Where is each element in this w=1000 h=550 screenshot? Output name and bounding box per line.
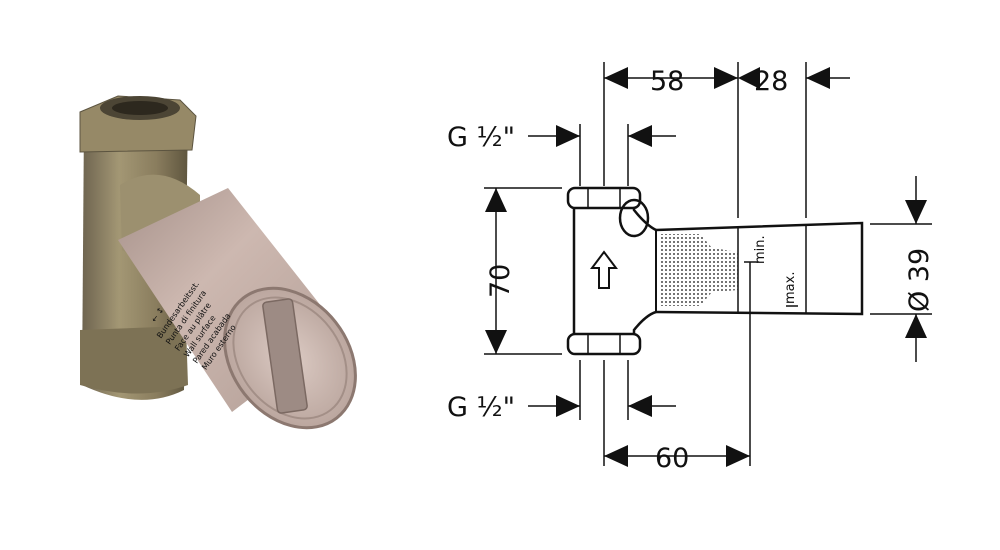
top-nut — [566, 186, 642, 210]
extension-sleeve-outline — [655, 221, 864, 316]
valve-body-outline — [572, 208, 657, 334]
dim-39-label: Ø 39 — [904, 248, 935, 312]
thread-bottom-label: G ½" — [447, 392, 515, 423]
dim-28-label: 28 — [754, 66, 788, 97]
dim-60-label: 60 — [655, 443, 689, 474]
bottom-fitting — [80, 326, 188, 394]
dim-58-label: 58 — [650, 66, 684, 97]
plug-handle — [262, 298, 308, 414]
flow-direction-icon — [590, 250, 618, 289]
body-boss — [618, 198, 650, 238]
max-label: max. — [783, 272, 798, 304]
min-label: min. — [753, 235, 768, 264]
thread-top-label: G ½" — [447, 122, 515, 153]
dimension-arrowheads — [485, 67, 927, 467]
cartridge-hatch — [660, 234, 738, 306]
bottom-nut — [566, 332, 642, 356]
dim-70-label: 70 — [485, 264, 516, 298]
